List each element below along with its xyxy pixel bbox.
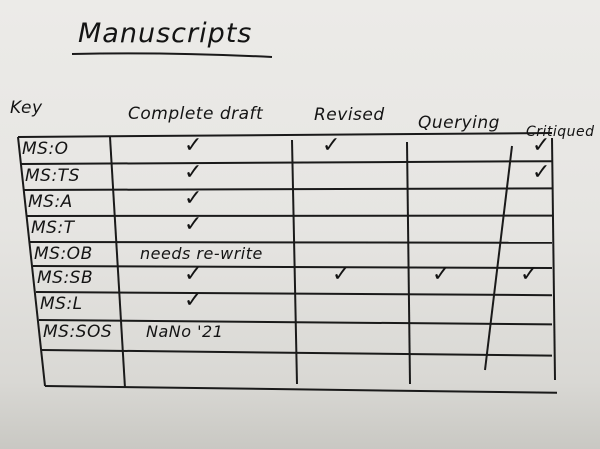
cell-note: needs re-write	[140, 244, 263, 263]
row-key: MS:OB	[34, 244, 93, 264]
cell-note: NaNo '21	[146, 322, 224, 341]
title-underline	[71, 52, 273, 58]
check-mark-icon: ✓	[532, 133, 551, 158]
row-line	[32, 265, 553, 269]
row-line	[20, 160, 553, 165]
row-key: MS:T	[31, 218, 75, 238]
column-line	[291, 139, 298, 385]
row-key: MS:SOS	[43, 322, 113, 342]
row-line	[35, 291, 553, 297]
row-line	[44, 385, 558, 394]
column-line	[406, 141, 411, 385]
header-key: Key	[10, 98, 43, 118]
column-line	[109, 136, 126, 389]
column-line	[551, 137, 556, 381]
row-line	[29, 241, 553, 244]
row-key: MS:TS	[25, 166, 80, 186]
check-mark-icon: ✓	[432, 262, 451, 287]
page-title: Manuscripts	[78, 18, 253, 49]
header-revised: Revised	[314, 105, 385, 125]
row-key: MS:A	[28, 192, 73, 212]
check-mark-icon: ✓	[322, 133, 341, 158]
row-key: MS:O	[22, 139, 69, 159]
header-critiqued: Critiqued	[526, 124, 595, 140]
check-mark-icon: ✓	[184, 186, 203, 211]
check-mark-icon: ✓	[184, 212, 203, 237]
row-line	[23, 187, 553, 191]
check-mark-icon: ✓	[332, 262, 351, 287]
check-mark-icon: ✓	[532, 160, 551, 185]
row-line	[17, 132, 553, 138]
column-line	[17, 136, 46, 387]
check-mark-icon: ✓	[184, 262, 203, 287]
header-querying: Querying	[418, 113, 500, 133]
check-mark-icon: ✓	[520, 262, 539, 287]
row-key: MS:SB	[37, 268, 94, 288]
column-line	[484, 145, 513, 371]
check-mark-icon: ✓	[184, 288, 203, 313]
check-mark-icon: ✓	[184, 133, 203, 158]
check-mark-icon: ✓	[184, 160, 203, 185]
header-complete-draft: Complete draft	[128, 104, 264, 124]
row-key: MS:L	[40, 294, 83, 314]
